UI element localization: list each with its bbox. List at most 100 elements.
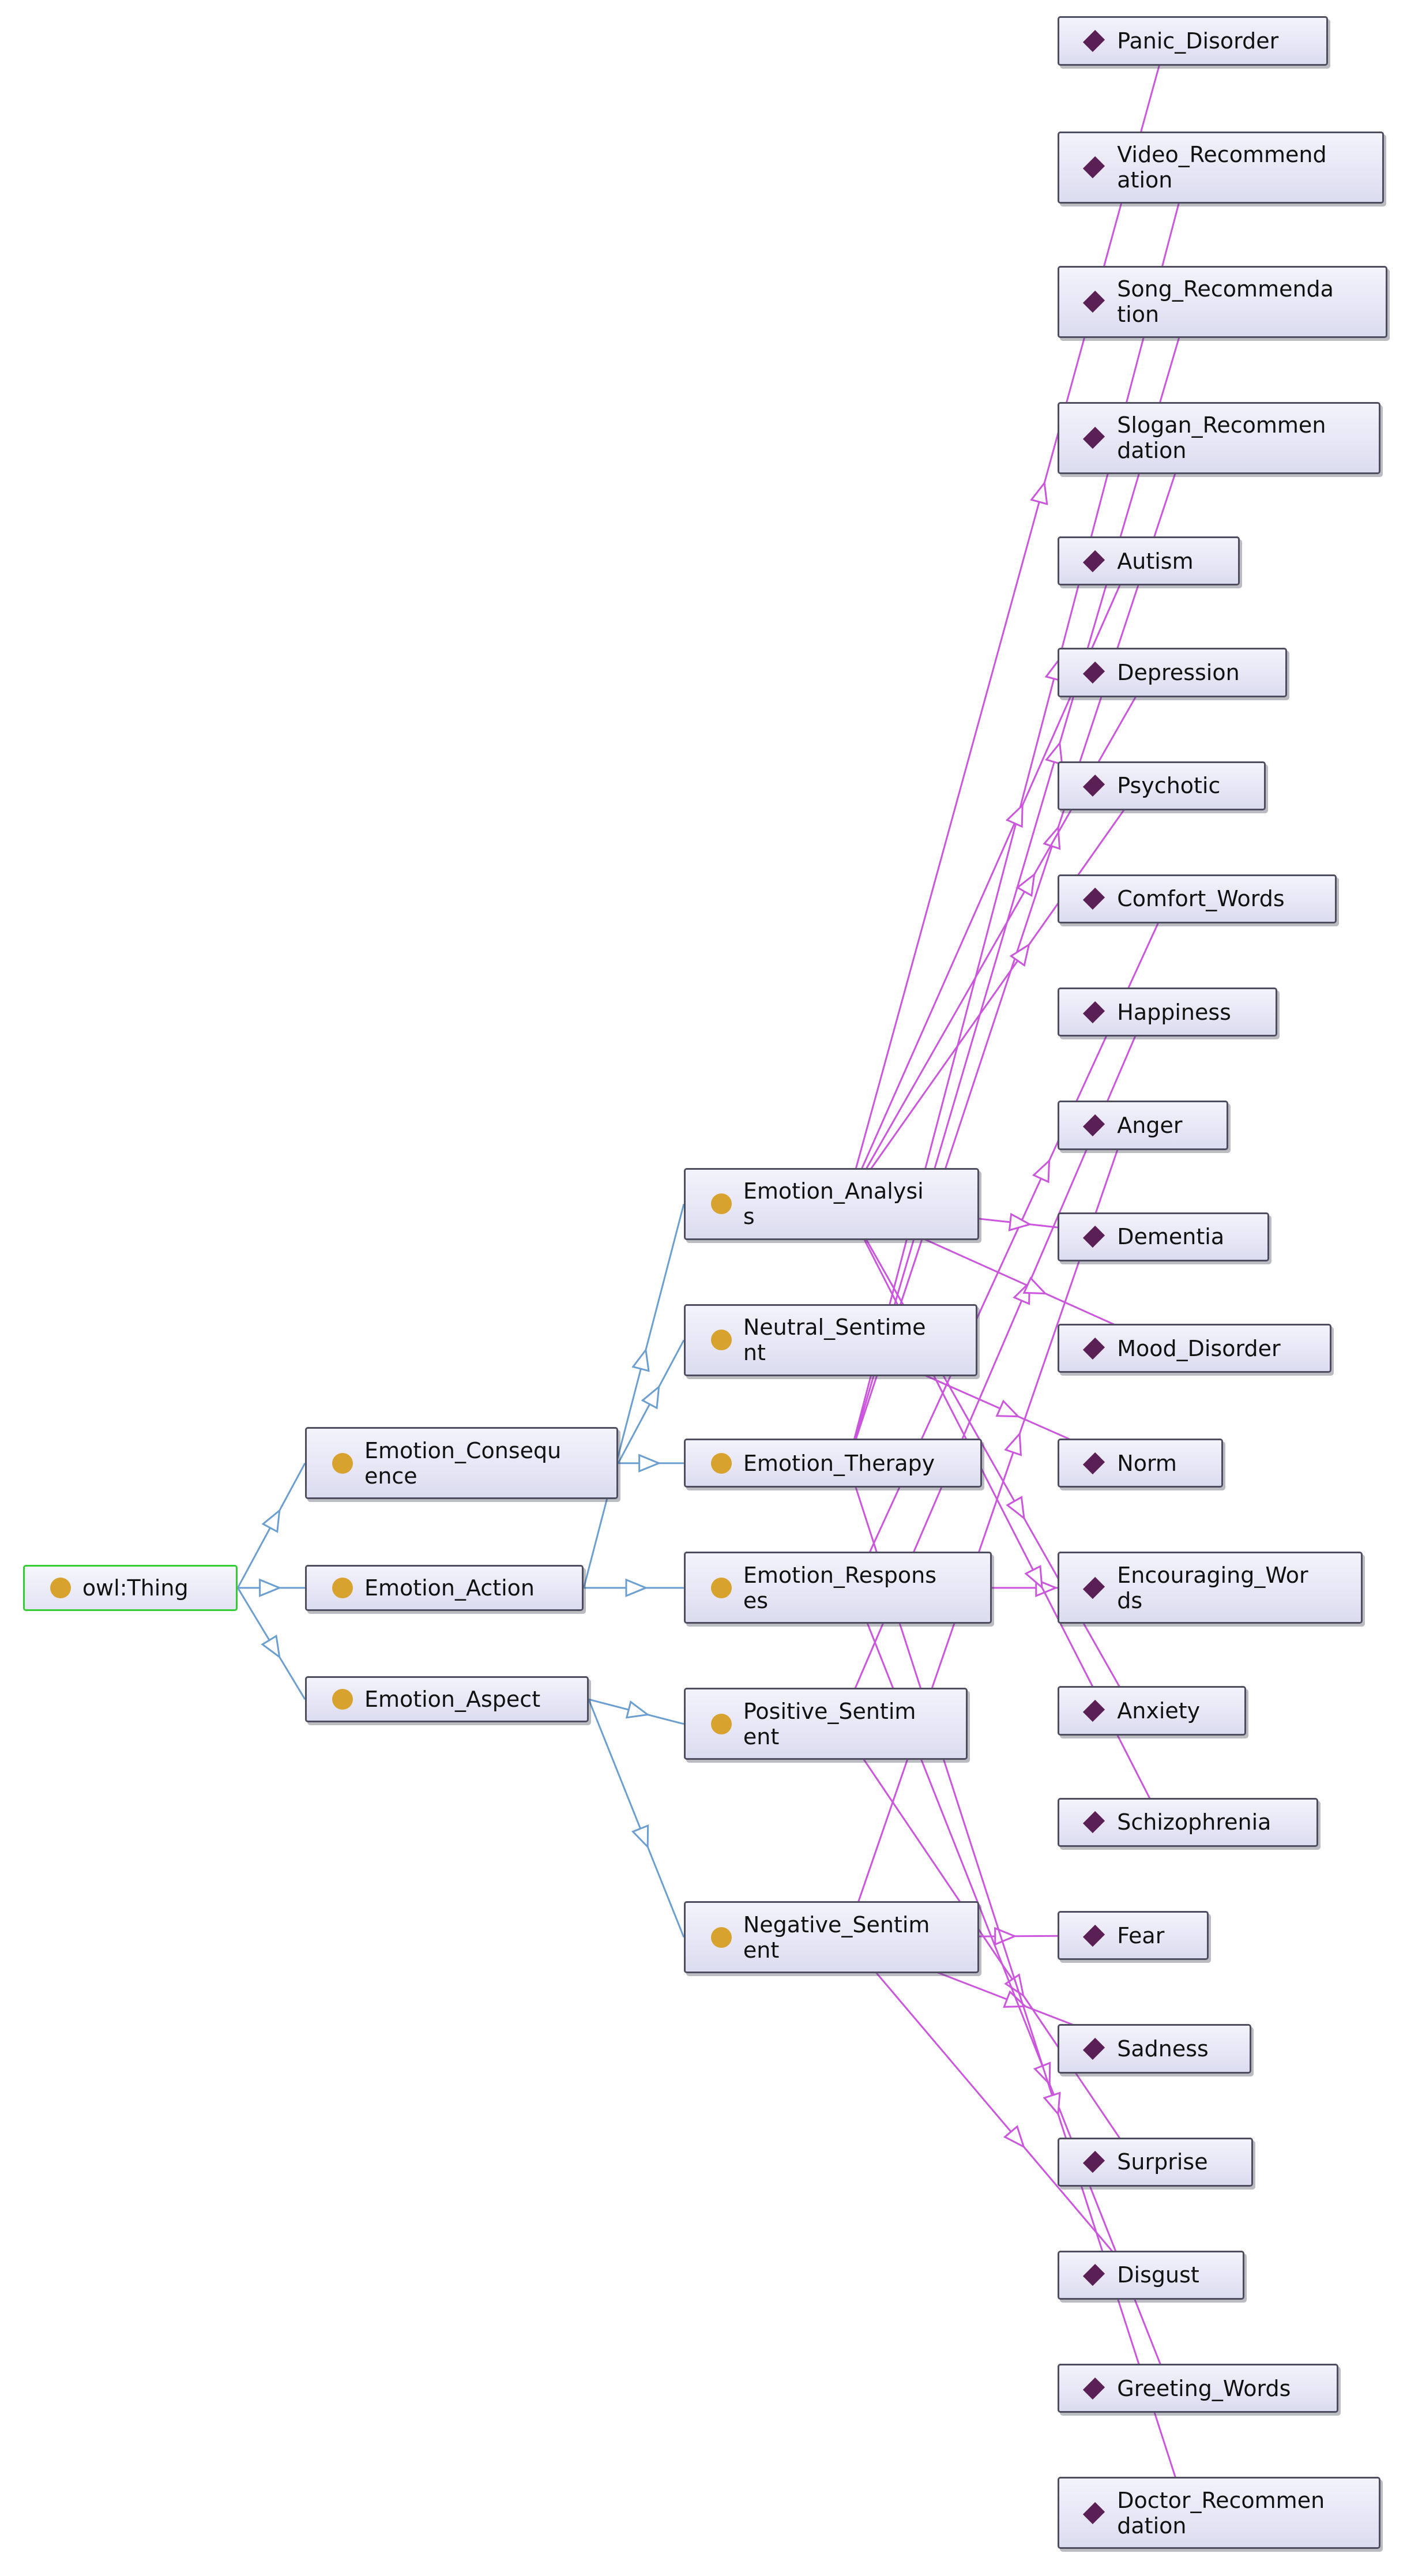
node-label: Emotion_Consequ ence [364,1437,562,1489]
node-emotion-aspect[interactable]: Emotion_Aspect [304,1676,589,1722]
class-dot-icon [332,1452,353,1474]
individual-diamond-icon [1083,1576,1105,1599]
individual-diamond-icon [1083,2151,1105,2173]
node-label: Encouraging_Wor ds [1117,1562,1308,1613]
subclass-edge-emotion-responses [584,1578,684,1598]
node-panic-disorder[interactable]: Panic_Disorder [1058,16,1329,66]
node-owl-thing[interactable]: owl:Thing [22,1565,238,1611]
node-label: Surprise [1117,2149,1208,2175]
node-dementia[interactable]: Dementia [1058,1212,1270,1261]
node-comfort-words[interactable]: Comfort_Words [1058,874,1337,924]
individual-diamond-icon [1083,1114,1105,1136]
node-encouraging-words[interactable]: Encouraging_Wor ds [1058,1552,1363,1624]
node-label: Norm [1117,1450,1177,1476]
node-label: Song_Recommenda tion [1117,276,1334,328]
class-dot-icon [332,1577,353,1598]
node-label: Fear [1117,1922,1165,1948]
node-label: Anger [1117,1112,1183,1138]
node-label: Happiness [1117,999,1231,1025]
node-label: Anxiety [1117,1698,1201,1724]
node-label: Comfort_Words [1117,886,1285,912]
node-happiness[interactable]: Happiness [1058,987,1278,1037]
individual-diamond-icon [1083,661,1105,684]
node-song-recommendation[interactable]: Song_Recommenda tion [1058,265,1387,338]
node-sadness[interactable]: Sadness [1058,2024,1251,2074]
node-anxiety[interactable]: Anxiety [1058,1686,1247,1736]
node-label: Dementia [1117,1224,1225,1250]
node-slogan-recommendation[interactable]: Slogan_Recommen dation [1058,401,1381,474]
node-label: Video_Recommend ation [1117,142,1327,193]
class-dot-icon [50,1577,71,1598]
node-video-recommendation[interactable]: Video_Recommend ation [1058,131,1385,204]
type-edge-panic-disorder [845,40,1167,1204]
type-edge-song-recommendation [847,301,1191,1464]
node-greeting-words[interactable]: Greeting_Words [1058,2363,1338,2413]
subclass-edge-positive-sentiment [588,1698,684,1725]
node-doctor-recommendation[interactable]: Doctor_Recommen dation [1058,2477,1381,2549]
class-dot-icon [710,1713,732,1734]
type-edge-anxiety [845,1203,1134,1711]
node-label: Emotion_Respons es [743,1562,937,1613]
node-negative-sentiment[interactable]: Negative_Sentim ent [683,1901,979,1974]
individual-diamond-icon [1083,30,1105,52]
node-label: Emotion_Analysi s [743,1178,924,1230]
individual-diamond-icon [1083,2037,1105,2060]
individual-diamond-icon [1083,1337,1105,1360]
node-label: Doctor_Recommen dation [1117,2487,1325,2539]
individual-diamond-icon [1083,1811,1105,1834]
class-dot-icon [332,1689,353,1710]
node-positive-sentiment[interactable]: Positive_Sentim ent [683,1688,968,1760]
node-emotion-therapy[interactable]: Emotion_Therapy [683,1439,983,1488]
individual-diamond-icon [1083,2377,1105,2399]
class-dot-icon [710,1193,732,1215]
node-label: Positive_Sentim ent [743,1698,916,1749]
subclass-edge-neutral-sentiment [617,1339,685,1464]
node-anger[interactable]: Anger [1058,1101,1229,1150]
node-emotion-action[interactable]: Emotion_Action [304,1565,584,1611]
node-autism[interactable]: Autism [1058,536,1240,586]
node-emotion-analysis[interactable]: Emotion_Analysi s [683,1167,979,1240]
type-edge-doctor-recommendation [847,1463,1188,2514]
node-schizophrenia[interactable]: Schizophrenia [1058,1797,1319,1847]
class-dot-icon [710,1927,732,1948]
node-label: Depression [1117,659,1240,685]
node-label: Schizophrenia [1117,1809,1271,1835]
node-label: Greeting_Words [1117,2375,1291,2401]
individual-diamond-icon [1083,1452,1105,1474]
individual-diamond-icon [1083,2502,1105,2524]
subclass-edge-emotion-therapy [618,1454,684,1473]
individual-diamond-icon [1083,1226,1105,1248]
node-neutral-sentiment[interactable]: Neutral_Sentime nt [683,1304,977,1376]
individual-diamond-icon [1083,1001,1105,1023]
node-surprise[interactable]: Surprise [1058,2137,1253,2187]
node-label: Emotion_Aspect [364,1687,541,1713]
subclass-edge-negative-sentiment [588,1699,685,1938]
class-dot-icon [710,1330,732,1351]
individual-diamond-icon [1083,775,1105,797]
node-label: owl:Thing [82,1575,189,1601]
node-disgust[interactable]: Disgust [1058,2250,1245,2300]
node-mood-disorder[interactable]: Mood_Disorder [1058,1323,1332,1373]
individual-diamond-icon [1083,2264,1105,2286]
node-label: Disgust [1117,2262,1199,2288]
node-emotion-consequence[interactable]: Emotion_Consequ ence [304,1427,619,1500]
node-depression[interactable]: Depression [1058,648,1288,697]
type-edge-slogan-recommendation [847,437,1188,1464]
subclass-edge-emotion-analysis [582,1203,685,1589]
subclass-edge-emotion-action [238,1578,305,1598]
node-emotion-responses[interactable]: Emotion_Respons es [683,1552,992,1624]
subclass-edge-emotion-aspect [237,1587,306,1700]
node-fear[interactable]: Fear [1058,1911,1209,1961]
node-norm[interactable]: Norm [1058,1439,1224,1488]
node-label: Autism [1117,548,1194,574]
individual-diamond-icon [1083,291,1105,313]
individual-diamond-icon [1083,1700,1105,1722]
subclass-edge-emotion-consequence [237,1462,306,1589]
node-psychotic[interactable]: Psychotic [1058,761,1266,810]
individual-diamond-icon [1083,156,1105,179]
class-dot-icon [710,1577,732,1598]
node-label: Panic_Disorder [1117,28,1279,54]
node-label: Emotion_Therapy [743,1450,935,1476]
